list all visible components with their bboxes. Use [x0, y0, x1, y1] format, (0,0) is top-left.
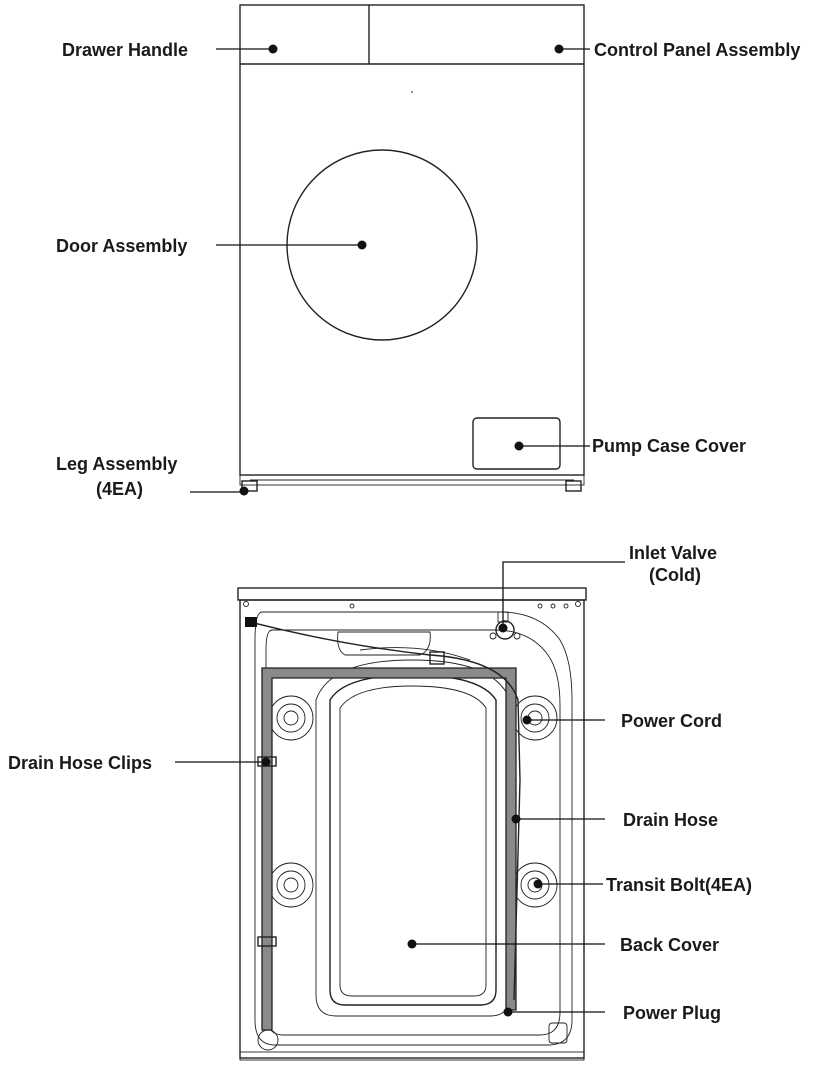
top-bracket [337, 631, 431, 656]
rear-cabinet [239, 599, 585, 1059]
control-panel-marker [554, 44, 564, 54]
power-cord-marker [522, 715, 532, 725]
power-cord-plug-block [245, 617, 257, 627]
rear-bottom-block [548, 1022, 568, 1044]
rear-base [239, 1051, 585, 1061]
drawer-handle-marker [268, 44, 278, 54]
power-plug-label: Power Plug [623, 1003, 721, 1023]
door-assembly-label: Door Assembly [56, 236, 187, 256]
front-view [239, 4, 585, 492]
pump-case-marker [514, 441, 524, 451]
left-front-leg [241, 480, 258, 492]
drawer-handle-label: Drawer Handle [62, 40, 188, 60]
drain-hose-clip-lower [257, 936, 277, 947]
panel-screws [243, 601, 581, 609]
drain-hose [261, 667, 517, 1031]
drain-hose-center-clip [429, 651, 445, 665]
power-cord-label: Power Cord [621, 711, 722, 731]
front-base [239, 474, 585, 486]
transit-bolt-label: Transit Bolt(4EA) [606, 875, 752, 895]
rear-callouts [175, 561, 625, 1017]
rear-bottom-round [257, 1029, 279, 1051]
leg-assembly-qty-label: (4EA) [96, 479, 143, 499]
front-cabinet [239, 4, 585, 476]
rear-panel-inner-frame [265, 629, 561, 1036]
pump-case-cover-label: Pump Case Cover [592, 436, 746, 456]
transit-bolt-marker [533, 879, 543, 889]
back-cover-inner [339, 685, 487, 997]
door-assembly-marker [357, 240, 367, 250]
drain-hose-marker [511, 814, 521, 824]
inlet-valve-type-label: (Cold) [649, 565, 701, 585]
inlet-valve [489, 620, 521, 640]
back-cover [329, 674, 497, 1006]
inlet-valve-marker [498, 623, 508, 633]
power-plug-marker [503, 1007, 513, 1017]
leg-assembly-label: Leg Assembly [56, 454, 177, 474]
rear-view [237, 587, 587, 1061]
drain-hose-clips-label: Drain Hose Clips [8, 753, 152, 773]
leg-assembly-marker [239, 486, 249, 496]
back-cover-label: Back Cover [620, 935, 719, 955]
inlet-valve-label: Inlet Valve [629, 543, 717, 563]
power-cord-loop [359, 647, 471, 661]
drain-hose-label: Drain Hose [623, 810, 718, 830]
back-cover-outer-ring [315, 659, 511, 1017]
power-cord [249, 621, 521, 1001]
right-front-leg [565, 480, 582, 492]
front-callouts [190, 44, 590, 496]
back-cover-marker [407, 939, 417, 949]
pump-case-cover-panel [472, 417, 561, 470]
control-panel-label: Control Panel Assembly [594, 40, 800, 60]
rear-top-cover [237, 587, 587, 601]
drain-hose-clips-marker [261, 757, 271, 767]
inlet-valve-leader [502, 561, 625, 628]
small-indicator-dot [411, 91, 413, 93]
